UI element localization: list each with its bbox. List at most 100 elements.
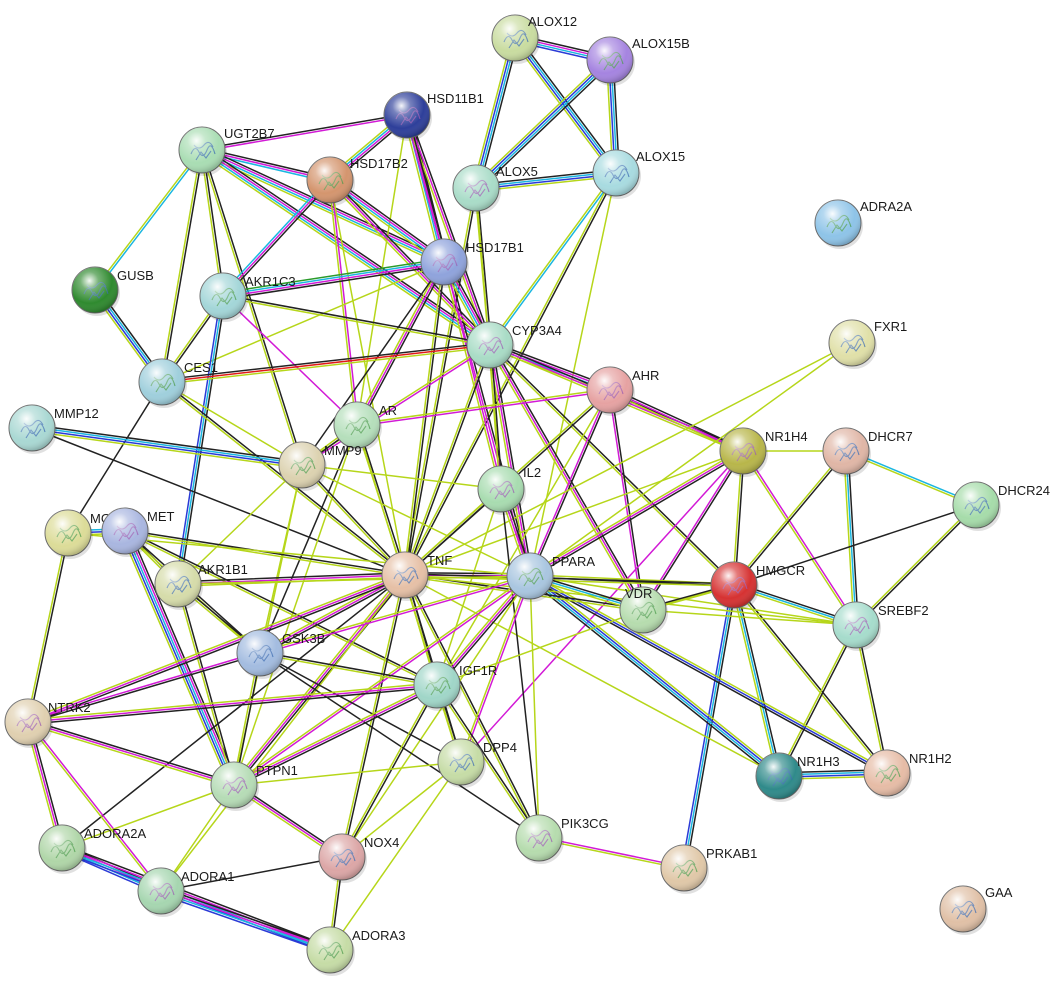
edge-mmp12-tnf (31, 427, 406, 576)
node-label: GUSB (117, 268, 154, 283)
node-ptpn1[interactable]: PTPN1 (210, 761, 298, 811)
edge-ahr-nr1h4 (608, 387, 745, 454)
node-alox15b[interactable]: ALOX15B (586, 36, 690, 86)
node-nox4[interactable]: NOX4 (318, 833, 399, 883)
node-alox5[interactable]: ALOX5 (452, 164, 538, 214)
edge-hsd17b1-akr1c3 (221, 257, 446, 301)
edge-line (26, 572, 405, 721)
edge-dpp4-ptpn1 (233, 761, 462, 786)
node-prkab1[interactable]: PRKAB1 (660, 844, 757, 894)
edge-line (259, 652, 462, 763)
node-mgll[interactable]: MGLL (44, 509, 125, 559)
node-fxr1[interactable]: FXR1 (828, 319, 907, 369)
edge-line (403, 574, 539, 840)
node-label: ADORA1 (181, 869, 234, 884)
edge-line (734, 450, 848, 587)
node-adora3[interactable]: ADORA3 (306, 926, 405, 976)
edge-met-ptpn1 (120, 528, 239, 788)
node-label: AKR1C3 (245, 274, 296, 289)
node-mmp12[interactable]: MMP12 (8, 404, 99, 454)
edge-line (159, 893, 330, 954)
edge-line (259, 651, 438, 685)
edge-line (472, 56, 609, 187)
node-cyp3a4[interactable]: CYP3A4 (466, 321, 562, 371)
edge-ptpn1-adora2a (61, 784, 235, 849)
edge-line (732, 449, 846, 586)
edge-line (176, 583, 234, 787)
node-dpp4[interactable]: DPP4 (437, 738, 517, 788)
edge-line (61, 574, 406, 849)
edge-line (405, 261, 446, 576)
node-gusb[interactable]: GUSB (71, 266, 154, 316)
edge-line (608, 391, 743, 454)
node-gloss (815, 200, 861, 246)
node-met[interactable]: MET (101, 507, 175, 557)
edge-line (610, 387, 745, 450)
node-ntrk2[interactable]: NTRK2 (4, 698, 91, 748)
node-ar[interactable]: AR (333, 401, 397, 451)
node-hsd17b1[interactable]: HSD17B1 (420, 238, 524, 288)
node-gsk3b[interactable]: GSK3B (236, 629, 325, 679)
edge-nr1h3-tnf (404, 574, 780, 777)
node-adora2a[interactable]: ADORA2A (38, 824, 146, 874)
edge-ugt2b7-mmp9 (200, 148, 304, 467)
edge-line (27, 684, 438, 723)
edge-line (124, 530, 235, 786)
node-adra2a[interactable]: ADRA2A (814, 199, 912, 249)
node-il2[interactable]: IL2 (477, 465, 541, 515)
edge-line (222, 264, 446, 301)
node-tnf[interactable]: TNF (381, 551, 452, 601)
node-hsd11b1[interactable]: HSD11B1 (383, 91, 484, 141)
node-adora1[interactable]: ADORA1 (137, 867, 234, 917)
node-dhcr7[interactable]: DHCR7 (822, 427, 913, 477)
edge-line (327, 181, 443, 266)
node-gloss (307, 927, 353, 973)
edge-line (488, 171, 616, 346)
edge-tnf-ntrk2 (26, 572, 407, 725)
node-gaa[interactable]: GAA (939, 885, 1013, 935)
node-nr1h2[interactable]: NR1H2 (863, 749, 952, 799)
edge-nr1h4-ppara (528, 448, 745, 579)
node-ugt2b7[interactable]: UGT2B7 (178, 126, 275, 176)
edge-line (159, 891, 331, 952)
node-igf1r[interactable]: IGF1R (413, 661, 497, 711)
node-ahr[interactable]: AHR (586, 366, 659, 416)
node-alox12[interactable]: ALOX12 (491, 14, 577, 64)
edge-line (31, 427, 406, 576)
node-ces1[interactable]: CES1 (138, 358, 218, 408)
node-alox15[interactable]: ALOX15 (592, 149, 685, 199)
node-gloss (139, 359, 185, 405)
node-pik3cg[interactable]: PIK3CG (515, 814, 609, 864)
node-nr1h4[interactable]: NR1H4 (719, 427, 808, 477)
edge-line (681, 583, 733, 869)
edge-line (490, 172, 618, 347)
node-label: ALOX12 (528, 14, 577, 29)
edge-line (529, 575, 888, 774)
edge-line (436, 575, 531, 686)
edge-nr1h4-dpp4 (460, 450, 744, 763)
node-mmp9[interactable]: MMP9 (278, 441, 362, 491)
node-hsd17b2[interactable]: HSD17B2 (306, 156, 408, 206)
edge-line (642, 609, 857, 626)
edge-line (233, 761, 462, 786)
edge-line (530, 389, 612, 578)
node-akr1b1[interactable]: AKR1B1 (154, 560, 248, 610)
node-ppara[interactable]: PPARA (506, 552, 595, 602)
node-label: NTRK2 (48, 700, 91, 715)
node-hmgcr[interactable]: HMGCR (710, 561, 805, 611)
edge-line (27, 653, 262, 724)
edge-srebf2-ppara (529, 575, 857, 626)
node-label: PTPN1 (256, 763, 298, 778)
node-akr1c3[interactable]: AKR1C3 (199, 272, 296, 322)
node-gloss (438, 739, 484, 785)
node-dhcr24[interactable]: DHCR24 (952, 481, 1050, 531)
edge-line (259, 652, 540, 839)
edge-line (201, 148, 492, 345)
node-vdr[interactable]: VDR (619, 586, 668, 636)
edge-line (476, 187, 492, 346)
edge-line (27, 721, 235, 786)
node-srebf2[interactable]: SREBF2 (832, 601, 929, 651)
node-nr1h3[interactable]: NR1H3 (755, 752, 840, 802)
edge-line (31, 428, 303, 467)
edge-line (436, 488, 502, 686)
